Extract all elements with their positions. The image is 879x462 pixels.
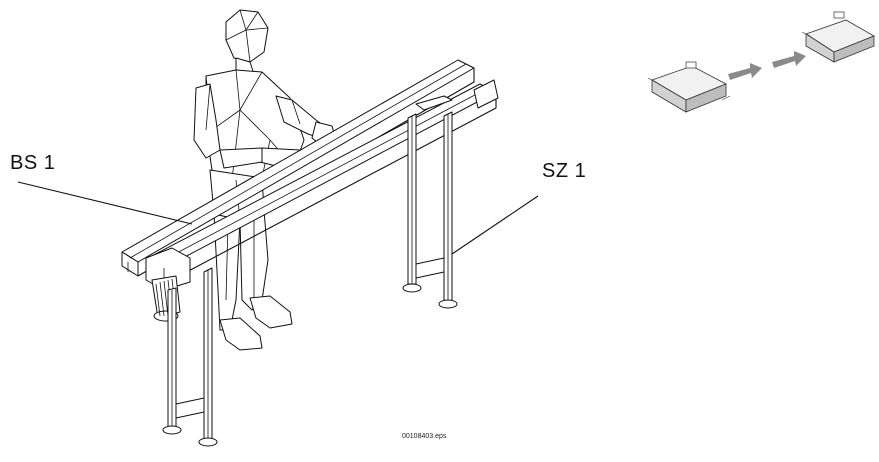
arrow-right-icon — [728, 63, 762, 80]
support-stand — [402, 95, 458, 309]
transfer-schematic — [647, 11, 875, 113]
front-stand — [162, 267, 218, 447]
leader-line-bs1 — [17, 181, 193, 225]
label-sz1: SZ 1 — [542, 160, 587, 182]
arrow-right-icon — [772, 51, 806, 68]
leader-line-sz1 — [451, 195, 539, 255]
file-reference: 00108403.eps — [402, 433, 447, 440]
label-bs1: BS 1 — [10, 152, 56, 174]
box-before — [647, 61, 731, 113]
box-after — [801, 11, 875, 63]
